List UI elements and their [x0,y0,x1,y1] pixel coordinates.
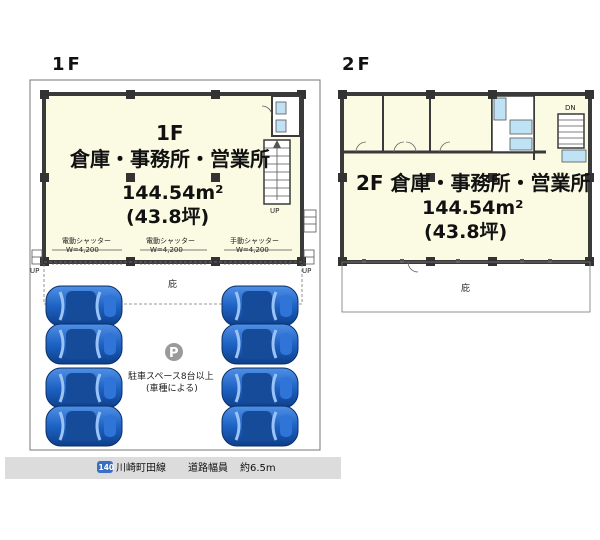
floor2-toilet [491,95,587,163]
floor1-side-steps [31,209,317,265]
parking-icon [165,343,183,361]
floor1-stairs [263,139,291,205]
floor2-area: 144.54m² [422,197,523,219]
floor2-label: 2F [342,54,373,75]
floor2-eaves-label: 庇 [461,282,470,294]
floor2-room-name: 2F 倉庫・事務所・営業所 [356,171,591,195]
shutter-1-type: 電動シャッター [62,236,111,245]
parking-car-right-3 [220,366,300,410]
road-width-label: 道路幅員 [188,461,228,474]
parking-icon-letter: P [169,346,179,361]
floor1-room-use: 倉庫・事務所・営業所 [69,147,270,171]
floor1-eaves-label: 庇 [168,278,177,290]
parking-car-right-4 [220,404,300,448]
floor2-eaves [341,261,591,313]
parking-car-left-4 [44,404,124,448]
route-badge [97,461,113,473]
floor1-up-left: UP [30,267,39,275]
floor1-toilet [261,95,301,137]
road-band [5,457,341,479]
floor1-columns [40,90,306,266]
parking-car-right-1 [220,284,300,328]
floor1-label: 1F [52,54,83,75]
floor1-room [42,92,304,264]
parking-note: (車種による) [146,382,198,394]
floor2-stair-down: DN [565,104,576,112]
floor1-stair-up: UP [270,207,279,215]
floor2-door-bottom [407,261,419,273]
shutter-2-width: W=4,200 [150,246,183,254]
route-number: 140 [99,463,115,472]
floor2-tsubo: (43.8坪) [424,221,507,243]
parking-car-left-1 [44,284,124,328]
parking-capacity: 駐車スペース8台以上 [128,370,214,382]
floor1-room-name: 1F [156,121,184,145]
road-name: 川崎町田線 [116,461,166,474]
floor2-wall-marks [362,259,552,263]
parking-car-left-2 [44,322,124,366]
floor1-tsubo: (43.8坪) [126,206,209,228]
shutter-3-type: 手動シャッター [230,236,279,245]
floor1-site-boundary [29,79,321,451]
shutter-2-type: 電動シャッター [146,236,195,245]
floor2-doors [355,141,451,153]
floor1-shutter-marks [52,249,292,265]
shutter-3-width: W=4,200 [236,246,269,254]
floor1-up-right: UP [302,267,311,275]
floor1-area: 144.54m² [122,182,223,204]
floor2-stairs [557,113,585,149]
shutter-1-width: W=4,200 [66,246,99,254]
parking-car-left-3 [44,366,124,410]
floor2-columns [338,90,594,266]
road-width-value: 約6.5m [240,461,276,474]
parking-car-right-2 [220,322,300,366]
